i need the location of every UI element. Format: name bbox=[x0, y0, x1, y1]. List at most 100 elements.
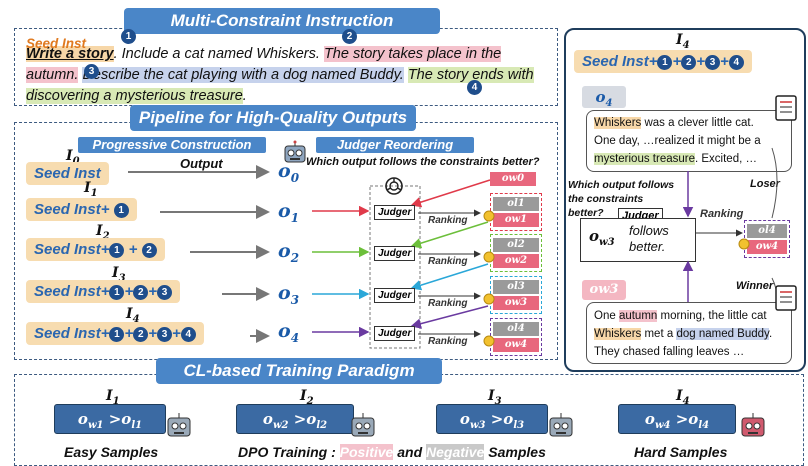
ranking-label-4: Ranking bbox=[428, 336, 468, 347]
o-letter: o bbox=[278, 282, 291, 304]
constraint-dog-text: Describe the cat playing with a dog name… bbox=[82, 67, 404, 83]
i-letter: I bbox=[84, 180, 91, 196]
seed-row-0: Seed Inst bbox=[26, 162, 109, 185]
seed-row-4: Seed Inst+1+2+3+4 bbox=[26, 322, 204, 345]
o3-label: o3 bbox=[278, 282, 299, 307]
i-letter: I bbox=[676, 32, 683, 48]
pipeline-question: Which output follows the constraints bet… bbox=[306, 156, 540, 168]
constraint-2-marker: 2 bbox=[681, 54, 697, 70]
winner-tag: ow1 bbox=[493, 213, 539, 227]
constraint-3-marker: 3 bbox=[704, 54, 720, 70]
constraint-2-marker: 2 bbox=[133, 326, 149, 342]
w-sub: w3 bbox=[469, 420, 486, 431]
plus: + bbox=[100, 201, 110, 218]
ranking-label-1: Ranking bbox=[428, 215, 468, 226]
i-sub: 2 bbox=[102, 230, 110, 242]
robot-icon bbox=[741, 413, 765, 437]
i-sub: 4 bbox=[132, 313, 140, 325]
train-i1: I1 bbox=[106, 388, 120, 407]
plus: + bbox=[648, 53, 658, 70]
plus: + bbox=[124, 325, 134, 342]
i-letter: I bbox=[126, 306, 133, 322]
output-label: Output bbox=[180, 156, 223, 171]
w-sub: w2 bbox=[272, 420, 289, 431]
i-letter: I bbox=[96, 223, 103, 239]
w-sub: w4 bbox=[654, 420, 671, 431]
i2-label: I2 bbox=[96, 223, 110, 242]
o-sub: 4 bbox=[605, 98, 613, 109]
hard-samples-label: Hard Samples bbox=[634, 444, 728, 460]
i1-label: I1 bbox=[84, 180, 98, 199]
i-letter: I bbox=[66, 148, 73, 164]
instruction-text: Seed Inst 1 2 Write a story. Include a c… bbox=[26, 29, 554, 107]
robot-icon bbox=[167, 413, 191, 437]
i-letter: I bbox=[676, 388, 683, 404]
text: One day, …realized it might be a bbox=[594, 135, 761, 147]
loser-tag: ol2 bbox=[493, 238, 539, 252]
detail-panel bbox=[564, 28, 806, 372]
train-pair-2: ow2 >ol2 bbox=[236, 404, 354, 434]
train-pair-1: ow1 >ol1 bbox=[54, 404, 166, 434]
seed-text: Seed Inst bbox=[34, 325, 101, 342]
train-i4: I4 bbox=[676, 388, 690, 407]
winner-tag: ow4 bbox=[747, 240, 787, 254]
medal-icon bbox=[483, 335, 495, 347]
verdict-box: ow3 follows better. bbox=[580, 218, 696, 262]
hl-whiskers: Whiskers bbox=[594, 117, 642, 129]
medal-icon bbox=[483, 293, 495, 305]
output-text-1: Whiskers was a clever little cat. One da… bbox=[594, 114, 786, 168]
plus: + bbox=[719, 53, 729, 70]
openai-logo-icon bbox=[385, 177, 403, 195]
dpo-label: DPO Training : bbox=[238, 444, 336, 460]
loser-tag: ol1 bbox=[493, 197, 539, 211]
w-sub: w1 bbox=[87, 420, 104, 431]
judger-box-2: Judger bbox=[374, 246, 416, 261]
document-icon bbox=[775, 285, 797, 311]
verdict-o: ow3 bbox=[589, 227, 615, 248]
o0-label: o0 bbox=[278, 160, 299, 185]
plus: + bbox=[100, 241, 110, 258]
period: . bbox=[242, 88, 247, 104]
seed-text: Seed Inst bbox=[34, 201, 101, 218]
progressive-construction-header: Progressive Construction bbox=[78, 137, 266, 153]
train-i3: I3 bbox=[488, 388, 502, 407]
and-label: and bbox=[393, 444, 427, 460]
i3-label: I3 bbox=[112, 265, 126, 284]
seed-row-1: Seed Inst+ 1 bbox=[26, 198, 137, 221]
loser-label: Loser bbox=[750, 178, 780, 190]
output-text-2: One autumn morning, the little cat Whisk… bbox=[594, 307, 786, 361]
judger-box-1: Judger bbox=[374, 205, 416, 220]
dpo-training-caption: DPO Training : Positive and Negative Sam… bbox=[238, 444, 546, 460]
winner-tag: ow3 bbox=[493, 296, 539, 310]
o-letter: o bbox=[278, 160, 291, 182]
constraint-2-marker: 2 bbox=[141, 242, 157, 258]
winner-label: Winner bbox=[736, 280, 774, 292]
ranking-label-3: Ranking bbox=[428, 298, 468, 309]
ow0-tag: ow0 bbox=[490, 172, 536, 186]
o-letter: o bbox=[278, 200, 291, 222]
judger-box-4: Judger bbox=[374, 326, 416, 341]
o-letter: o bbox=[278, 240, 291, 262]
o4-label: o4 bbox=[278, 320, 299, 345]
i0-label: I0 bbox=[66, 148, 80, 167]
pipeline-title: Pipeline for High-Quality Outputs bbox=[130, 105, 416, 131]
right-seed-row: Seed Inst+1+2+3+4 bbox=[574, 50, 752, 73]
constraint-1-marker: 1 bbox=[657, 54, 673, 70]
o-letter: o bbox=[278, 320, 291, 342]
constraint-4-marker: 4 bbox=[180, 326, 196, 342]
medal-icon bbox=[483, 251, 495, 263]
i-letter: I bbox=[106, 388, 113, 404]
i-sub: 1 bbox=[112, 395, 120, 407]
plus: + bbox=[148, 325, 157, 342]
train-pair-4: ow4 >ol4 bbox=[618, 404, 736, 434]
i-sub: 0 bbox=[73, 156, 80, 167]
text: One bbox=[594, 310, 619, 322]
hl-whiskers: Whiskers bbox=[594, 328, 642, 340]
instruction-title: Multi-Constraint Instruction bbox=[124, 8, 440, 34]
text: They chased falling leaves … bbox=[594, 346, 745, 358]
plus: + bbox=[100, 325, 110, 342]
ranking-label-2: Ranking bbox=[428, 256, 468, 267]
